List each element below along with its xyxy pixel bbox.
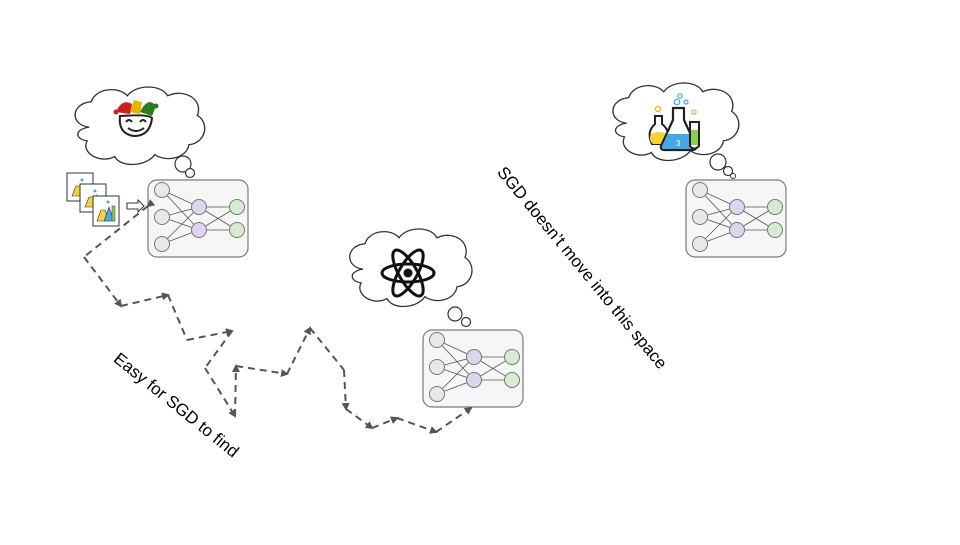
sgd-path-segment: [396, 417, 438, 434]
atom-icon: [380, 248, 436, 298]
sgd-path-segment: [371, 416, 399, 429]
sgd-path-segment: [341, 369, 350, 411]
input-arrow-icon: [126, 198, 145, 214]
atom-thought-cloud: [349, 228, 473, 328]
sgd-path-segment: [186, 328, 234, 341]
jester-icon: [113, 100, 159, 138]
sgd-path: [83, 199, 473, 434]
sgd-path-segment: [231, 364, 240, 417]
sgd-path-segment: [167, 294, 188, 341]
network-right: [685, 179, 787, 258]
sgd-path-segment: [204, 330, 233, 369]
chemistry-flasks-icon: 3: [648, 93, 700, 152]
sgd-path-segment: [83, 256, 123, 308]
sgd-path-segment: [204, 367, 237, 418]
sgd-path-segment: [345, 408, 374, 430]
training-image-icon: [92, 195, 120, 227]
sgd-path-segment: [435, 406, 473, 433]
training-images-stack: [66, 172, 120, 227]
network-start: [147, 179, 249, 258]
chemistry-thought-cloud: [612, 82, 740, 179]
network-middle: [422, 329, 524, 408]
sgd-path-segment: [235, 365, 289, 378]
sgd-path-segment: [83, 199, 156, 258]
sgd-path-segment: [120, 292, 170, 307]
jester-thought-cloud: [74, 86, 206, 179]
sgd-path-segment: [309, 327, 345, 371]
svg-text:3: 3: [676, 139, 681, 148]
sgd-path-segment: [286, 326, 311, 375]
